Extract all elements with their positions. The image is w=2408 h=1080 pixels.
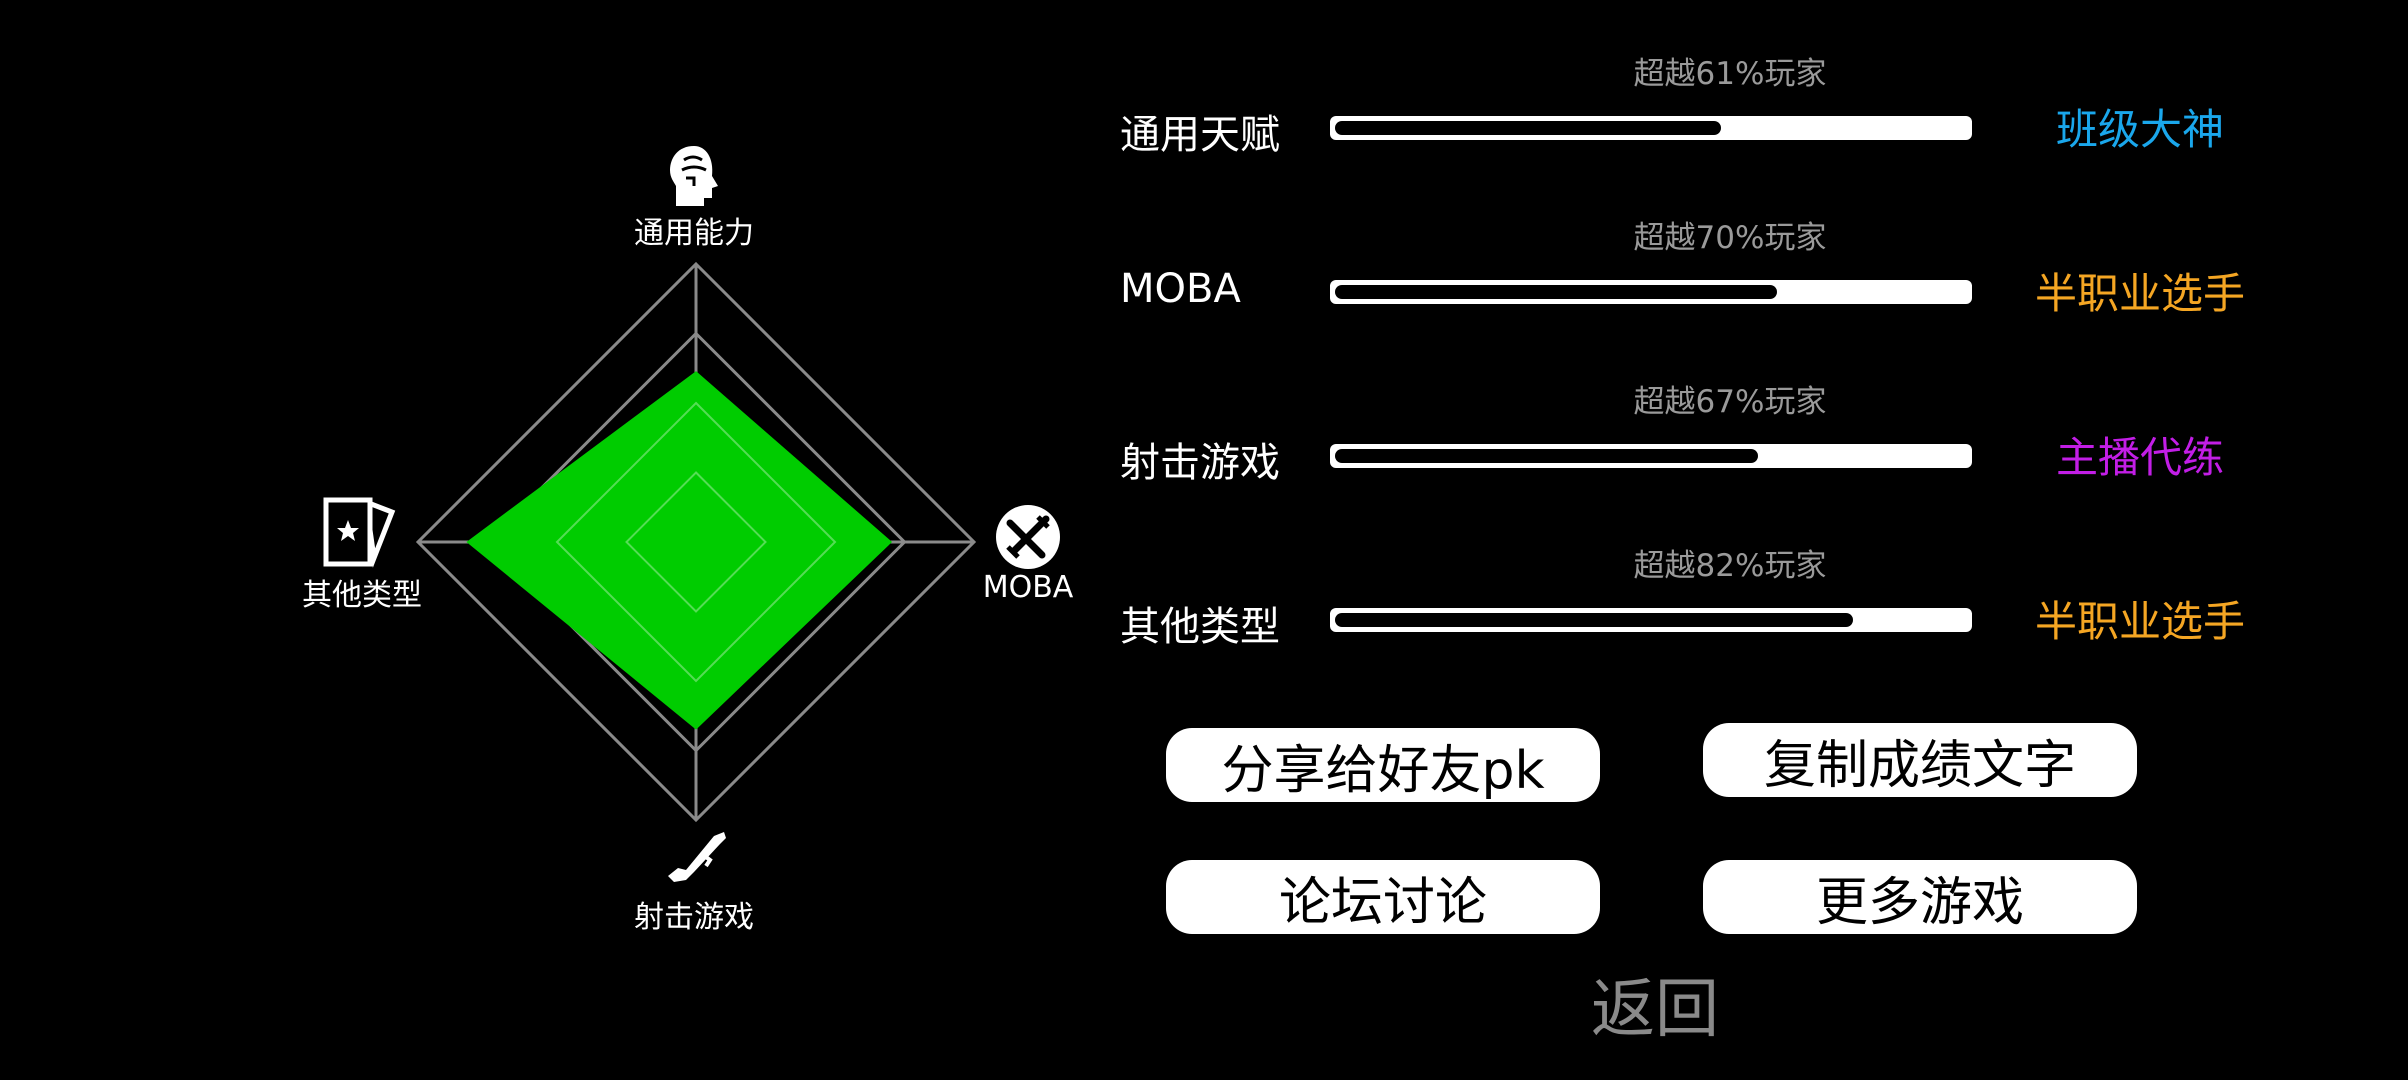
axis-label-right: MOBA (982, 570, 1074, 605)
radar-data-polygon (466, 371, 893, 730)
stat-row-moba: MOBA 超越70%玩家 半职业选手 (1110, 216, 2245, 336)
axis-label-bottom: 射击游戏 (634, 900, 754, 935)
forum-button[interactable]: 论坛讨论 (1166, 860, 1600, 934)
progress-fill (1335, 449, 1759, 463)
stat-name: 其他类型 (1120, 604, 1280, 650)
stat-row-shooter: 射击游戏 超越67%玩家 主播代练 (1110, 380, 2224, 500)
radar-grid-ring (555, 401, 837, 683)
head-brain-icon (670, 146, 718, 206)
back-button[interactable]: 返回 (1591, 973, 1719, 1047)
progress-fill (1335, 613, 1854, 627)
progress-bar (1330, 444, 1972, 468)
stat-name: MOBA (1120, 266, 1241, 312)
stat-percentile: 超越61%玩家 (1633, 56, 1827, 92)
stat-name: 射击游戏 (1120, 440, 1280, 486)
progress-bar (1330, 608, 1972, 632)
rifle-icon (668, 832, 726, 882)
axis-label-left: 其他类型 (302, 578, 422, 613)
progress-fill (1335, 121, 1721, 135)
progress-bar (1330, 280, 1972, 304)
more-games-button[interactable]: 更多游戏 (1703, 860, 2137, 934)
stat-percentile: 超越82%玩家 (1633, 548, 1827, 584)
progress-fill (1335, 285, 1778, 299)
radar-inner-grid (555, 401, 837, 683)
stat-percentile: 超越70%玩家 (1633, 220, 1827, 256)
radar-chart (415, 261, 977, 823)
stat-rank: 半职业选手 (2034, 597, 2245, 646)
progress-bar (1330, 116, 1972, 140)
share-button[interactable]: 分享给好友pk (1166, 728, 1600, 802)
stat-name: 通用天赋 (1120, 112, 1280, 158)
stat-percentile: 超越67%玩家 (1633, 384, 1827, 420)
crossed-swords-icon (996, 505, 1060, 569)
stat-rank: 主播代练 (2055, 433, 2224, 482)
star-cards-icon (323, 497, 396, 568)
axis-label-top: 通用能力 (634, 216, 754, 251)
stat-row-other: 其他类型 超越82%玩家 半职业选手 (1110, 544, 2245, 664)
radar-grid-ring (625, 471, 767, 613)
stat-rank: 半职业选手 (2034, 269, 2245, 318)
stat-rank: 班级大神 (2055, 105, 2224, 154)
copy-results-button[interactable]: 复制成绩文字 (1703, 723, 2137, 797)
stat-row-general: 通用天赋 超越61%玩家 班级大神 (1110, 52, 2224, 172)
